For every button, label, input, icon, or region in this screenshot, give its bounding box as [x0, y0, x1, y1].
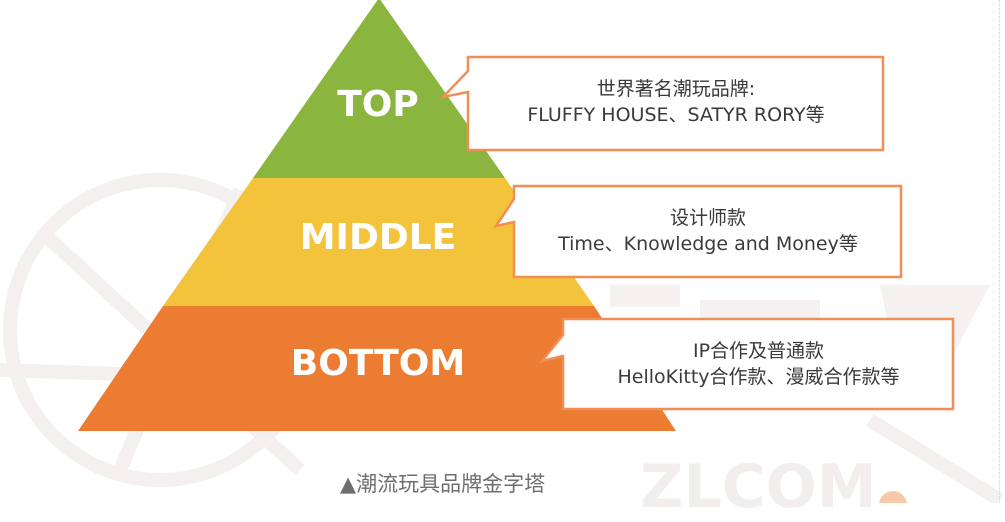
- pyramid-shapes: [78, 0, 955, 431]
- tier-top-shape: [253, 0, 505, 178]
- page-margin-guide: [999, 0, 1000, 503]
- callout-top-box: [439, 55, 885, 152]
- callout-bottom-line1: IP合作及普通款: [692, 340, 825, 362]
- callout-middle-text: 设计师款 Time、Knowledge and Money等: [516, 205, 900, 257]
- callout-top-line2: FLUFFY HOUSE、SATYR RORY等: [527, 104, 825, 126]
- callout-middle-line1: 设计师款: [669, 207, 746, 229]
- callout-middle-line2: Time、Knowledge and Money等: [558, 233, 858, 255]
- callout-top-text: 世界著名潮玩品牌: FLUFFY HOUSE、SATYR RORY等: [470, 76, 882, 128]
- tier-middle-label: MIDDLE: [299, 217, 457, 258]
- tier-top-label: TOP: [337, 84, 419, 125]
- callout-bottom-box: [538, 317, 955, 411]
- tier-middle-shape: [163, 178, 594, 306]
- callout-middle-box: [493, 184, 903, 279]
- callout-bottom-line2: HelloKitty合作款、漫威合作款等: [617, 366, 900, 388]
- tier-bottom-shape: [78, 306, 676, 431]
- tier-bottom-label: BOTTOM: [290, 343, 466, 384]
- callout-bottom-text: IP合作及普通款 HelloKitty合作款、漫威合作款等: [565, 338, 952, 390]
- callout-top-line1: 世界著名潮玩品牌:: [596, 78, 756, 100]
- diagram-caption: ▲潮流玩具品牌金字塔: [340, 472, 546, 496]
